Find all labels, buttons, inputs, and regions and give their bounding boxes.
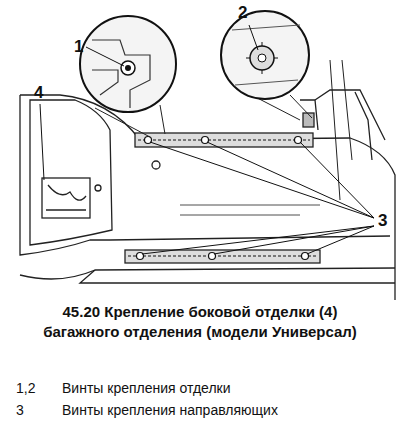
detail-inset-2 [221, 11, 312, 120]
leader-lines [40, 25, 374, 254]
detail-inset-1 [80, 16, 176, 137]
legend-key-text: Винты крепления отделки [62, 380, 231, 397]
callout-number: 2 [238, 4, 247, 21]
legend-key-number: 1,2 [16, 380, 35, 397]
legend-key-text: Винты крепления направляющих [62, 402, 278, 419]
legend-key-number: 3 [16, 402, 24, 419]
guide-screws [137, 137, 309, 260]
figure-caption: 45.20 Крепление боковой отделки (4) бага… [30, 302, 370, 341]
trunk-drawing [20, 60, 395, 300]
callout-number: 1 [74, 38, 83, 55]
callout-number: 4 [34, 84, 43, 101]
callout-number: 3 [378, 212, 387, 229]
